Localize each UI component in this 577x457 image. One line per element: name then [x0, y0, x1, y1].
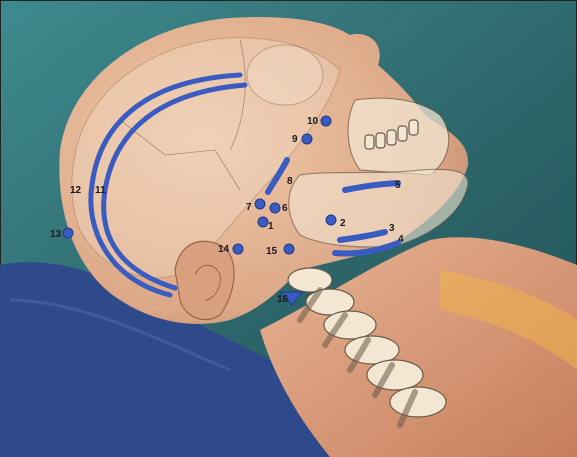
marker-point-15: [284, 244, 294, 254]
label-16: 16: [277, 294, 289, 305]
label-12: 12: [70, 185, 82, 196]
label-6: 6: [282, 203, 288, 214]
label-9: 9: [292, 134, 298, 145]
label-11: 11: [95, 185, 106, 196]
marker-point-7: [255, 199, 265, 209]
orbit: [247, 45, 323, 105]
label-3: 3: [389, 223, 395, 234]
marker-point-1: [258, 217, 268, 227]
label-8: 8: [287, 176, 293, 187]
marker-point-13: [63, 228, 73, 238]
label-1: 1: [268, 221, 274, 232]
label-4: 4: [398, 234, 404, 245]
label-14: 14: [218, 244, 230, 255]
label-7: 7: [246, 202, 252, 213]
marker-point-6: [270, 203, 280, 213]
label-15: 15: [266, 246, 278, 257]
label-5: 5: [395, 180, 401, 191]
marker-point-9: [302, 134, 312, 144]
marker-point-14: [233, 244, 243, 254]
label-2: 2: [340, 218, 346, 229]
label-10: 10: [307, 116, 319, 127]
marker-point-10: [321, 116, 331, 126]
marker-point-2: [326, 215, 336, 225]
label-13: 13: [50, 229, 62, 240]
